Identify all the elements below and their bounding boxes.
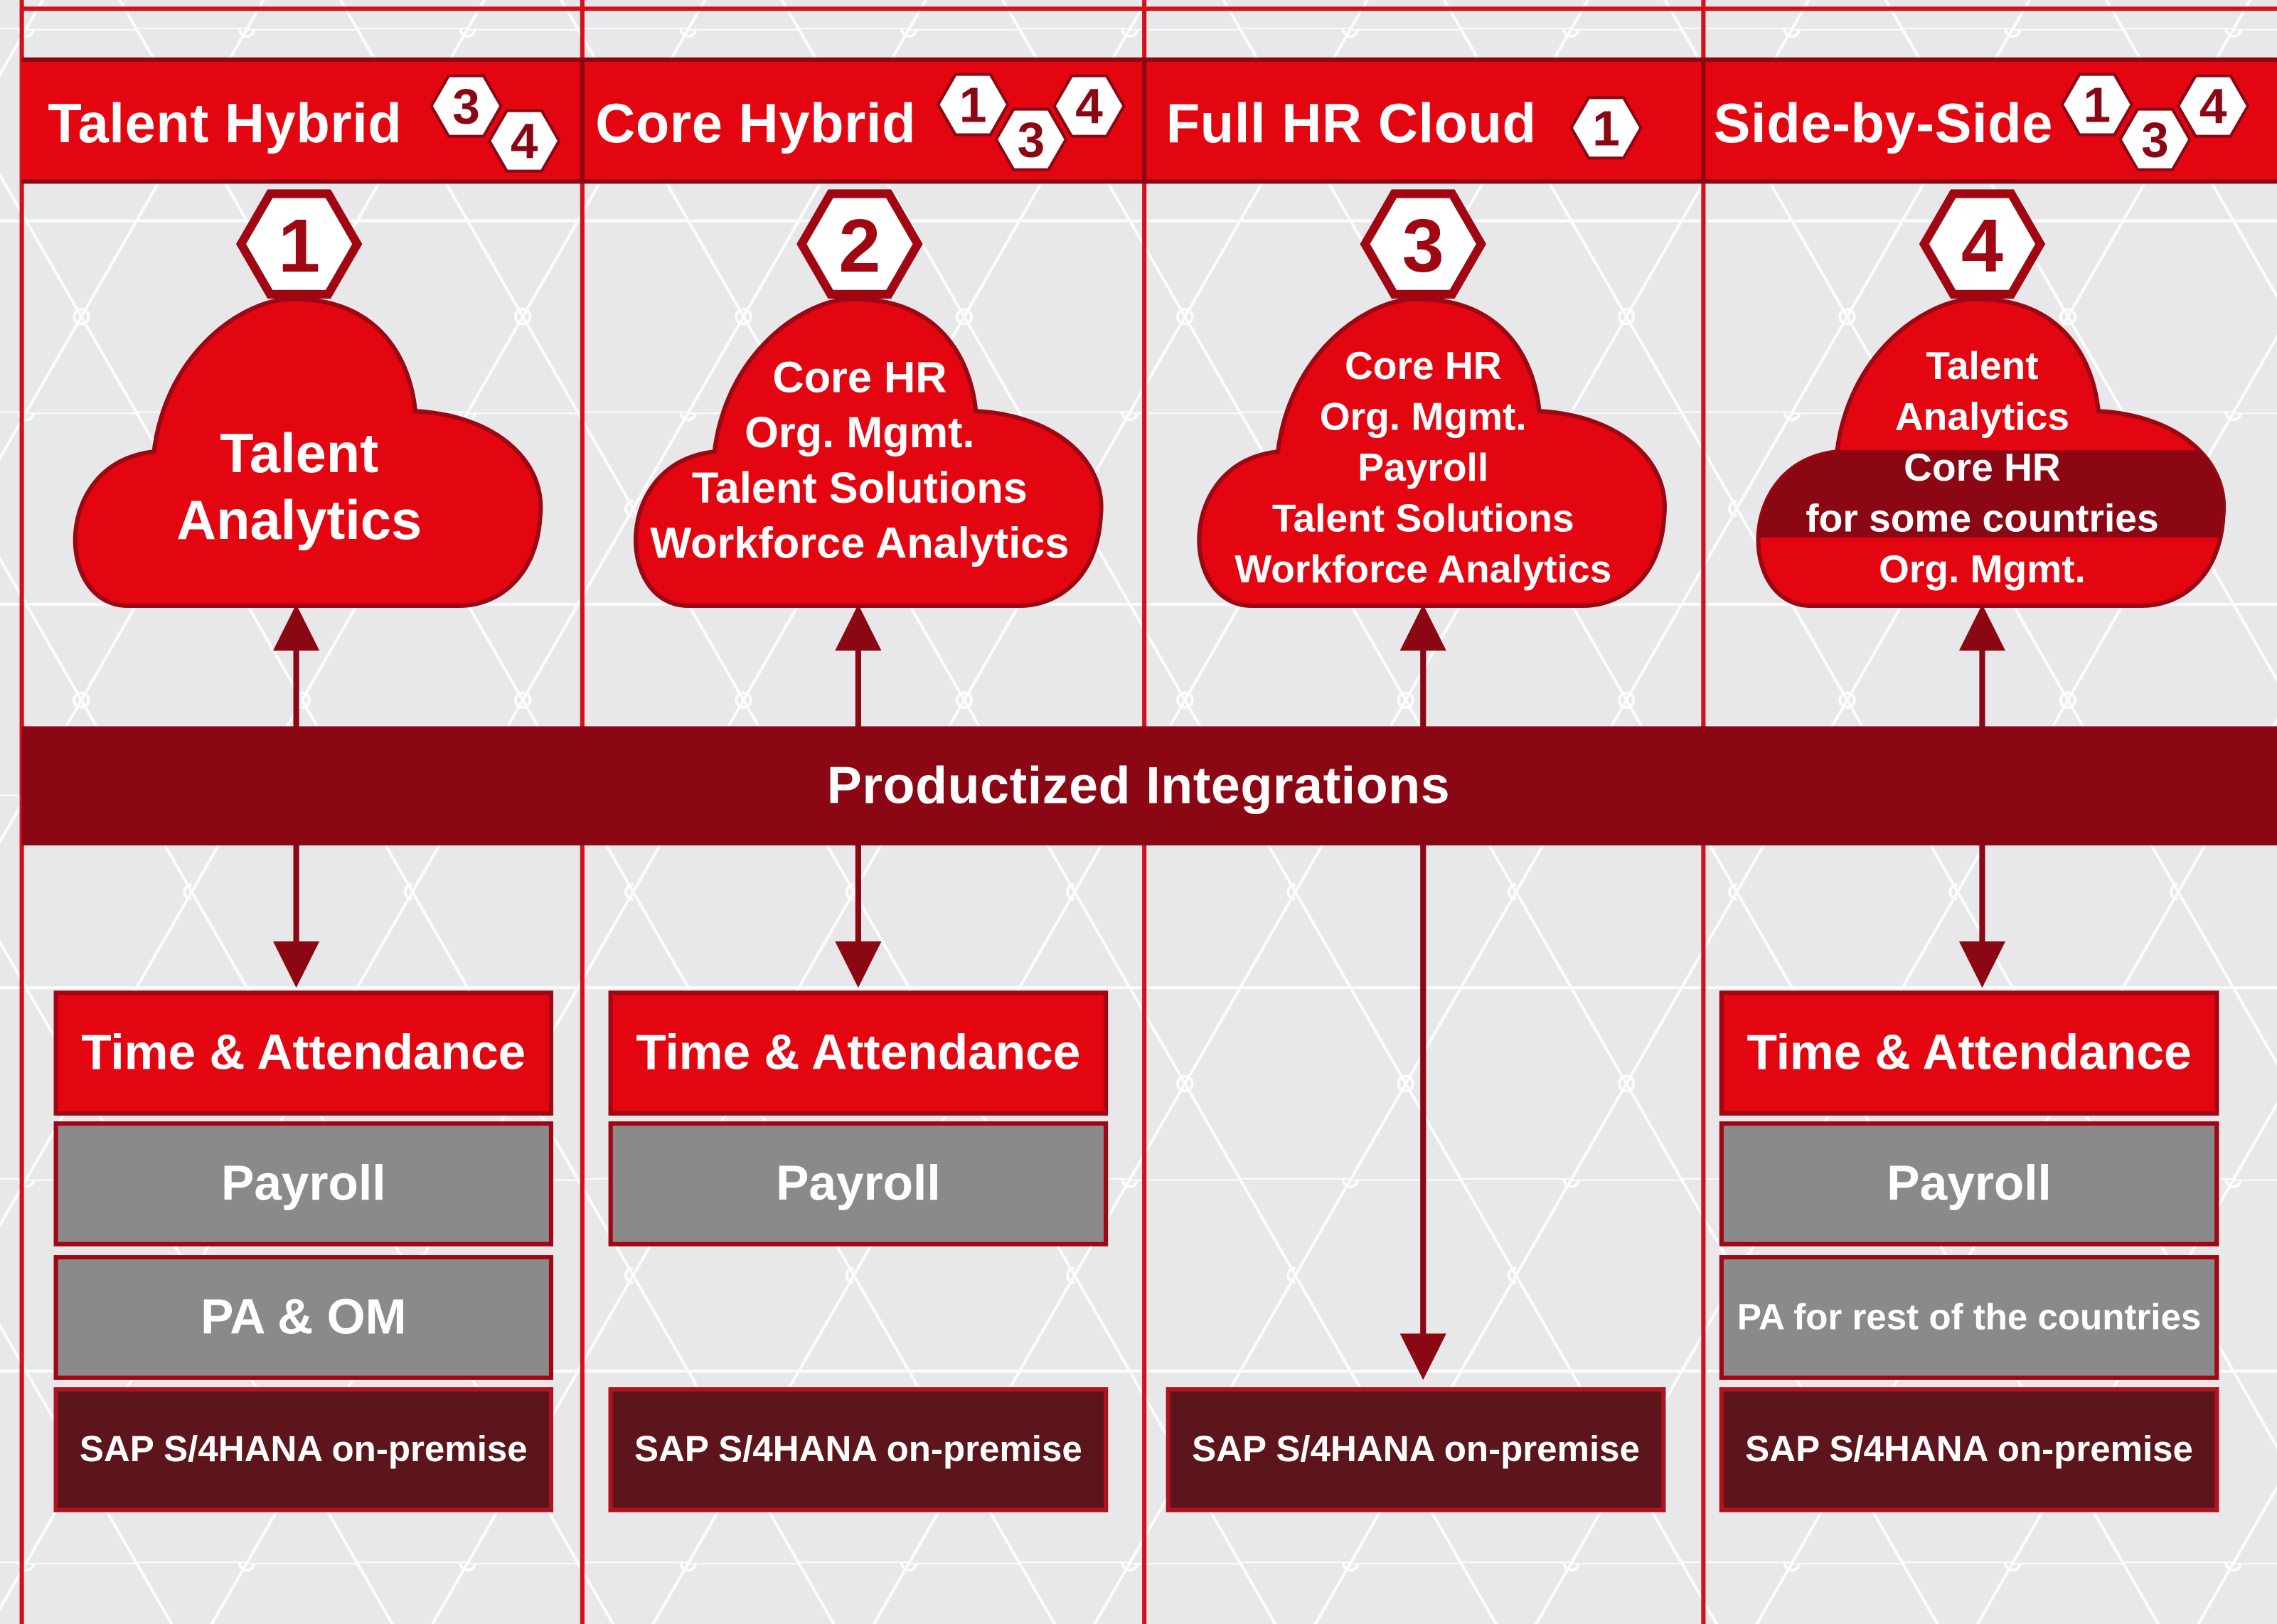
header-badge: 3 — [994, 107, 1068, 171]
header-badge-number: 4 — [2199, 79, 2227, 134]
cloud-line: Talent — [220, 424, 379, 486]
cloud-line: Workforce Analytics — [1235, 547, 1612, 592]
column-number: 3 — [1402, 203, 1444, 288]
cloud-line: Workforce Analytics — [650, 520, 1070, 569]
column-number-hexagon: 2 — [796, 189, 923, 299]
column-number-hexagon: 3 — [1360, 189, 1487, 299]
productized-integrations-label: Productized Integrations — [826, 755, 1451, 816]
column-number: 4 — [1961, 203, 2003, 288]
system-box: Payroll — [53, 1121, 554, 1246]
cloud-line: Core HR — [1344, 344, 1502, 388]
column-number: 2 — [838, 203, 880, 288]
header-badge: 4 — [1052, 74, 1126, 138]
cloud-shape — [1197, 297, 1667, 608]
cloud-line: for some countries — [1806, 497, 2159, 541]
system-box: PA & OM — [53, 1255, 554, 1380]
cloud-line: Core HR — [1904, 446, 2061, 490]
header-badge-number: 1 — [2083, 78, 2111, 133]
header-band-borders — [21, 57, 2277, 184]
header-badge: 4 — [487, 109, 561, 173]
cloud-line: Talent Solutions — [691, 465, 1028, 513]
header-badge: 1 — [2060, 73, 2134, 137]
header-band — [21, 58, 2277, 183]
header-badge-number: 3 — [2141, 112, 2169, 168]
cloud-line: Org. Mgmt. — [1319, 395, 1527, 439]
system-box: Time & Attendance — [1719, 990, 2219, 1116]
system-box: SAP S/4HANA on-premise — [608, 1387, 1109, 1512]
integration-band — [21, 726, 2277, 845]
column-title-side-by-side: Side-by-Side — [1713, 94, 2054, 156]
cloud-line: Core HR — [772, 354, 947, 402]
system-box: Payroll — [608, 1121, 1109, 1246]
cloud-line: Analytics — [176, 491, 422, 553]
cloud-line: Org. Mgmt. — [745, 410, 975, 458]
system-box: Payroll — [1719, 1121, 2219, 1246]
system-box: SAP S/4HANA on-premise — [1719, 1387, 2219, 1512]
cloud-line: Talent Solutions — [1271, 497, 1574, 541]
header-badge: 4 — [2176, 74, 2250, 138]
column-title-core-hybrid: Core Hybrid — [595, 94, 917, 156]
system-box: SAP S/4HANA on-premise — [53, 1387, 554, 1512]
arrows — [272, 604, 2006, 1380]
cloud-line: Talent — [1926, 344, 2039, 388]
header-badge-number: 3 — [1018, 112, 1045, 168]
column-title-full-hr-cloud: Full HR Cloud — [1166, 94, 1537, 156]
cloud-highlight-band — [1758, 450, 2224, 538]
clouds — [73, 297, 2227, 608]
system-box: Time & Attendance — [608, 990, 1109, 1116]
header-badge: 1 — [936, 73, 1010, 137]
cloud-shape — [73, 297, 543, 608]
column-number: 1 — [278, 203, 320, 288]
cloud-shape — [634, 297, 1104, 608]
header-badge-number: 4 — [511, 114, 538, 169]
column-number-hexagons: 1 2 3 4 — [235, 189, 2046, 299]
header-badge: 3 — [430, 74, 503, 138]
system-box: Time & Attendance — [53, 990, 554, 1116]
column-number-hexagon: 4 — [1919, 189, 2046, 299]
column-title-talent-hybrid: Talent Hybrid — [48, 94, 402, 156]
header-badge-number: 1 — [1592, 100, 1620, 156]
cloud-line: Org. Mgmt. — [1878, 547, 2086, 592]
header-badge-number: 4 — [1075, 79, 1103, 134]
system-box: PA for rest of the countries — [1719, 1255, 2219, 1380]
system-box: SAP S/4HANA on-premise — [1166, 1387, 1666, 1512]
header-badge: 3 — [2118, 107, 2192, 171]
cloud-line: Payroll — [1358, 446, 1489, 490]
header-badge-number: 1 — [959, 78, 987, 133]
cloud-line: Analytics — [1894, 395, 2070, 439]
column-number-hexagon: 1 — [235, 189, 363, 299]
header-badge-number: 3 — [452, 79, 480, 134]
cloud-shape — [1756, 297, 2227, 608]
header-badge: 1 — [1569, 96, 1643, 160]
